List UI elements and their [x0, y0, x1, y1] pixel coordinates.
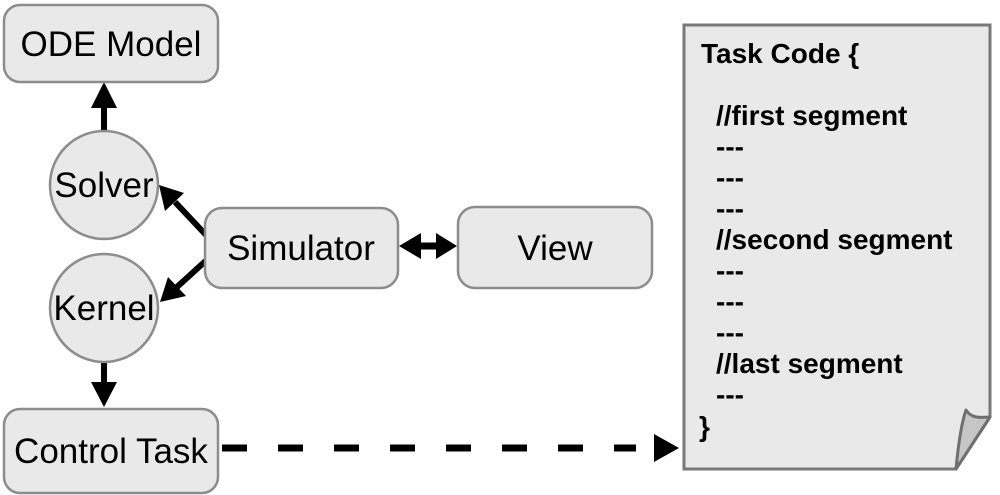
node-view-label: View [517, 229, 593, 268]
arrow-head-icon [654, 434, 679, 462]
node-kernel: Kernel [48, 252, 160, 364]
task-code-line: //last segment [716, 348, 903, 379]
task-code-line: --- [716, 286, 744, 317]
arrow-head-icon [91, 382, 117, 407]
page-fold-corner-icon [954, 408, 992, 471]
node-ode-model-shape [2, 3, 220, 84]
node-simulator-shape [203, 206, 400, 290]
arrow-head-left-icon [399, 233, 421, 259]
node-view: View [456, 205, 654, 290]
task-code-line: } [699, 411, 710, 442]
edge-kernel-to-control-task [91, 363, 117, 407]
node-ode-model-label: ODE Model [21, 25, 202, 64]
node-view-shape [456, 205, 654, 290]
arrowheads-overlay [159, 185, 186, 302]
task-code-line: //first segment [716, 100, 907, 131]
task-code-line: --- [716, 131, 744, 162]
task-code-line: --- [716, 317, 744, 348]
arrow-head-right-icon [436, 233, 457, 259]
edge-control-task-to-task-code-dashed [222, 434, 679, 462]
edge-solver-to-ode-model [91, 82, 117, 133]
node-control-task: Control Task [2, 407, 220, 495]
node-control-task-shape [2, 407, 220, 495]
task-code-line: //second segment [716, 224, 953, 255]
node-solver-shape [48, 129, 160, 241]
arrow-head-icon [91, 82, 117, 108]
arrow-head-simulator-to-kernel-icon [160, 277, 186, 302]
node-control-task-label: Control Task [14, 432, 208, 471]
node-simulator-label: Simulator [227, 229, 375, 268]
task-code-line: --- [716, 193, 744, 224]
task-code-line: --- [716, 379, 744, 410]
node-ode-model: ODE Model [2, 3, 220, 84]
task-code-line: --- [716, 162, 744, 193]
task-code-document: Task Code { //first segment --- --- --- … [682, 23, 992, 471]
node-simulator: Simulator [203, 206, 400, 290]
arrow-head-simulator-to-solver-icon [159, 185, 184, 211]
task-code-line: Task Code { [701, 38, 859, 69]
node-solver: Solver [48, 129, 160, 241]
node-kernel-shape [48, 252, 160, 364]
node-kernel-label: Kernel [53, 289, 154, 328]
task-code-line: --- [716, 255, 744, 286]
edge-simulator-view-bidirectional [399, 233, 457, 259]
node-solver-label: Solver [54, 166, 154, 205]
